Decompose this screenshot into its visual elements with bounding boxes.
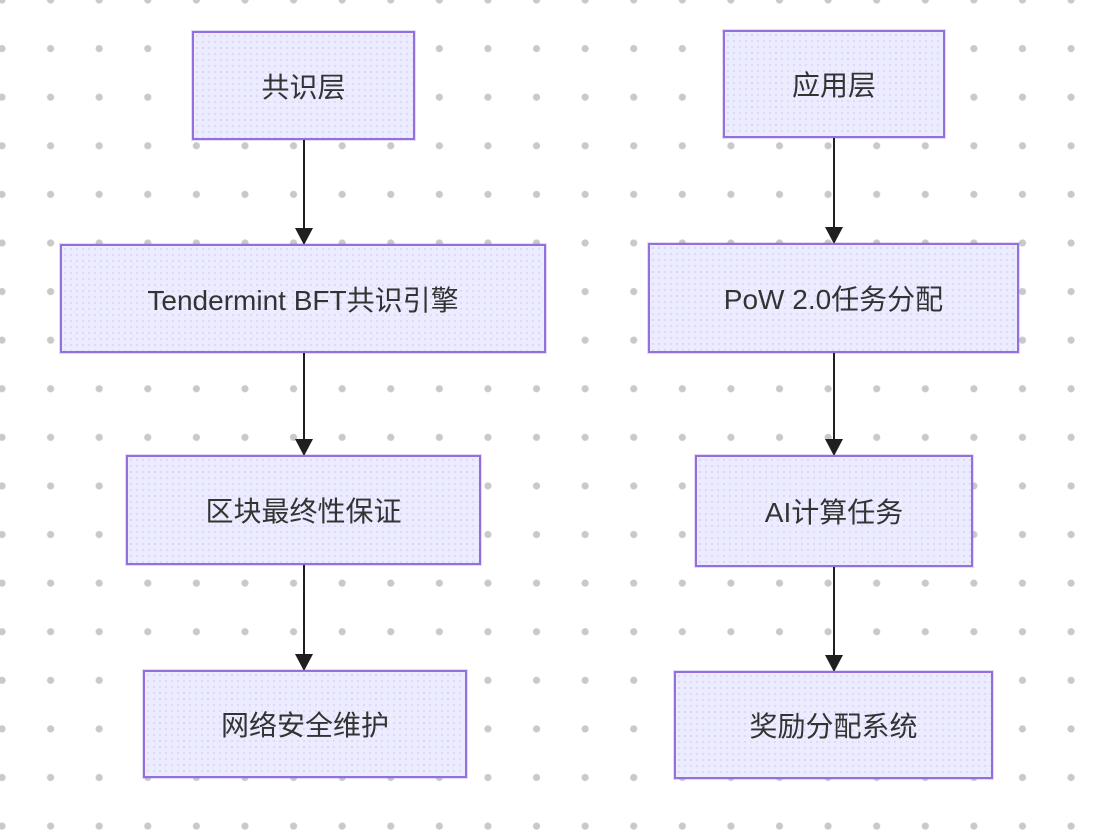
- node-consensus-layer: 共识层: [192, 31, 415, 140]
- arrowhead-icon: [824, 227, 843, 244]
- node-label: Tendermint BFT共识引擎: [147, 284, 459, 316]
- node-tendermint-bft-engine: Tendermint BFT共识引擎: [60, 244, 546, 353]
- arrow-shaft: [303, 353, 305, 455]
- arrowhead-icon: [294, 654, 313, 671]
- node-label: 区块最终性保证: [205, 496, 402, 527]
- arrow-shaft: [833, 567, 835, 671]
- node-label: 应用层: [791, 70, 876, 101]
- node-reward-distribution-system: 奖励分配系统: [674, 671, 993, 779]
- arrow-shaft: [833, 138, 835, 243]
- arrowhead-icon: [824, 439, 843, 456]
- node-label: 网络安全维护: [220, 710, 389, 741]
- node-network-security: 网络安全维护: [143, 670, 467, 778]
- arrow-shaft: [303, 140, 305, 244]
- node-application-layer: 应用层: [723, 30, 945, 138]
- arrow-shaft: [303, 565, 305, 670]
- node-pow2-task-distribution: PoW 2.0任务分配: [648, 243, 1019, 353]
- node-block-finality: 区块最终性保证: [126, 455, 481, 565]
- node-label: 奖励分配系统: [749, 711, 918, 742]
- arrowhead-icon: [294, 228, 313, 245]
- node-label: AI计算任务: [764, 497, 904, 528]
- arrowhead-icon: [294, 439, 313, 456]
- node-ai-compute-tasks: AI计算任务: [695, 455, 973, 567]
- arrow-shaft: [833, 353, 835, 455]
- arrowhead-icon: [824, 655, 843, 672]
- node-label: PoW 2.0任务分配: [723, 284, 944, 315]
- node-label: 共识层: [261, 71, 346, 103]
